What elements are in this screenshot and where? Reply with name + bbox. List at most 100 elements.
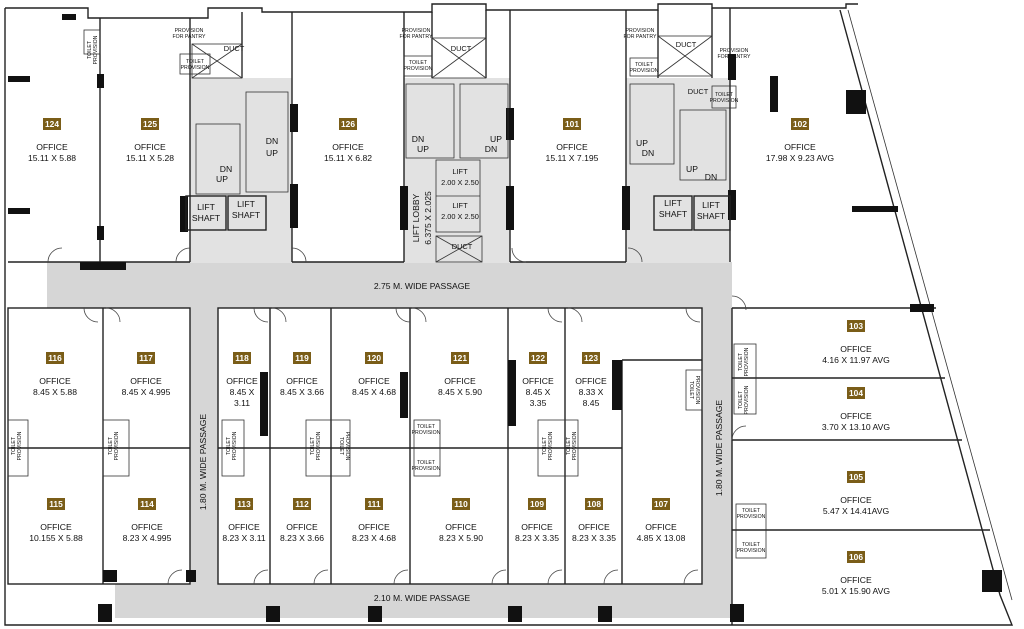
- lift-shaft-4-l1: LIFT: [702, 200, 720, 210]
- toilet-4-l1: TOILET: [715, 92, 734, 98]
- unit-size: 8.33 X: [579, 387, 604, 397]
- toilet-11-l1: TOILET: [108, 436, 114, 455]
- unit-size: 8.45 X 3.66: [280, 387, 324, 397]
- stair-3-dn: DN: [412, 134, 424, 144]
- unit-size: 8.45 X: [526, 387, 551, 397]
- unit-badge: [791, 118, 809, 130]
- toilet-1-l2: PROVISION: [181, 65, 210, 71]
- unit-number: 113: [237, 499, 251, 509]
- unit-size: 8.23 X 3.35: [572, 533, 616, 543]
- unit-badge: [339, 118, 357, 130]
- unit-number: 109: [530, 499, 544, 509]
- unit-badge: [47, 498, 65, 510]
- unit-size: 15.11 X 6.82: [324, 153, 372, 163]
- unit-type: OFFICE: [578, 522, 610, 532]
- toilet-8-l1: TOILET: [742, 542, 761, 548]
- unit-type: OFFICE: [36, 142, 68, 152]
- lift-2-label: LIFT: [452, 201, 468, 210]
- unit-badge: [529, 352, 547, 364]
- toilet-6-l2: PROVISION: [412, 466, 441, 472]
- unit-badge: [451, 352, 469, 364]
- lift-shaft-1-l1: LIFT: [197, 202, 215, 212]
- lift-1-label: LIFT: [452, 167, 468, 176]
- unit-size: 4.85 X 13.08: [637, 533, 686, 543]
- duct-label-2: DUCT: [451, 44, 472, 53]
- unit-type: OFFICE: [784, 142, 816, 152]
- toilet-7-l1: TOILET: [742, 508, 761, 514]
- stair-5-up: UP: [636, 138, 648, 148]
- toilet-14-l2: PROVISION: [344, 432, 350, 461]
- structural-columns: [8, 14, 1002, 622]
- toilet-17-l1: TOILET: [688, 381, 694, 400]
- unit-type: OFFICE: [358, 522, 390, 532]
- unit-type: OFFICE: [556, 142, 588, 152]
- unit-number: 108: [587, 499, 601, 509]
- toilet-15-l1: TOILET: [542, 436, 548, 455]
- toilet-12-l1: TOILET: [226, 436, 232, 455]
- unit-badge: [847, 551, 865, 563]
- stair-3-up: UP: [417, 144, 429, 154]
- unit-type: OFFICE: [445, 522, 477, 532]
- unit-number: 114: [140, 499, 154, 509]
- unit-number: 112: [295, 499, 309, 509]
- toilet-10-l2: PROVISION: [17, 431, 23, 460]
- right-passage-floor: [702, 262, 732, 588]
- unit-size: 8.23 X 5.90: [439, 533, 483, 543]
- unit-badge: [847, 471, 865, 483]
- core-right: [626, 78, 730, 263]
- toilet-6-l1: TOILET: [417, 460, 436, 466]
- unit-number: 118: [235, 353, 249, 363]
- stair-1-up: UP: [266, 148, 278, 158]
- unit-number: 107: [654, 499, 668, 509]
- stair-6-up: UP: [686, 164, 698, 174]
- lift-shaft-4-l2: SHAFT: [697, 211, 726, 221]
- unit-size-line2: 3.35: [530, 398, 547, 408]
- toilet-9-l2: PROVISION: [93, 35, 99, 64]
- unit-size: 8.23 X 4.995: [123, 533, 172, 543]
- toilet-1-l1: TOILET: [186, 59, 205, 65]
- unit-badge: [452, 498, 470, 510]
- unit-type: OFFICE: [645, 522, 677, 532]
- unit-badge: [43, 118, 61, 130]
- unit-badge: [235, 498, 253, 510]
- unit-size: 8.45 X 5.90: [438, 387, 482, 397]
- unit-badge: [233, 352, 251, 364]
- unit-size: 4.16 X 11.97 AVG: [822, 355, 890, 365]
- toilet-11-l2: PROVISION: [114, 431, 120, 460]
- unit-number: 117: [139, 353, 153, 363]
- stair-2-dn: DN: [220, 164, 232, 174]
- pantry-4-l2: FOR PANTRY: [718, 54, 751, 60]
- lift-2-size: 2.00 X 2.50: [441, 212, 479, 221]
- unit-size-line2: 8.45: [583, 398, 600, 408]
- unit-number: 110: [454, 499, 468, 509]
- unit-badge: [365, 352, 383, 364]
- stair-6-dn: DN: [705, 172, 717, 182]
- toilet-4-l2: PROVISION: [710, 98, 739, 104]
- toilet-19-l1: TOILET: [738, 390, 744, 409]
- toilet-13-l2: PROVISION: [316, 431, 322, 460]
- unit-badge: [847, 387, 865, 399]
- unit-number: 104: [849, 388, 863, 398]
- core-left: [190, 78, 292, 263]
- unit-size: 15.11 X 7.195: [546, 153, 599, 163]
- toilet-18-l2: PROVISION: [744, 347, 750, 376]
- unit-number: 103: [849, 321, 863, 331]
- door-swings: [47, 247, 747, 585]
- unit-type: OFFICE: [444, 376, 476, 386]
- lift-shaft-3-l1: LIFT: [664, 198, 682, 208]
- unit-badge: [582, 352, 600, 364]
- toilet-2-l2: PROVISION: [404, 66, 433, 72]
